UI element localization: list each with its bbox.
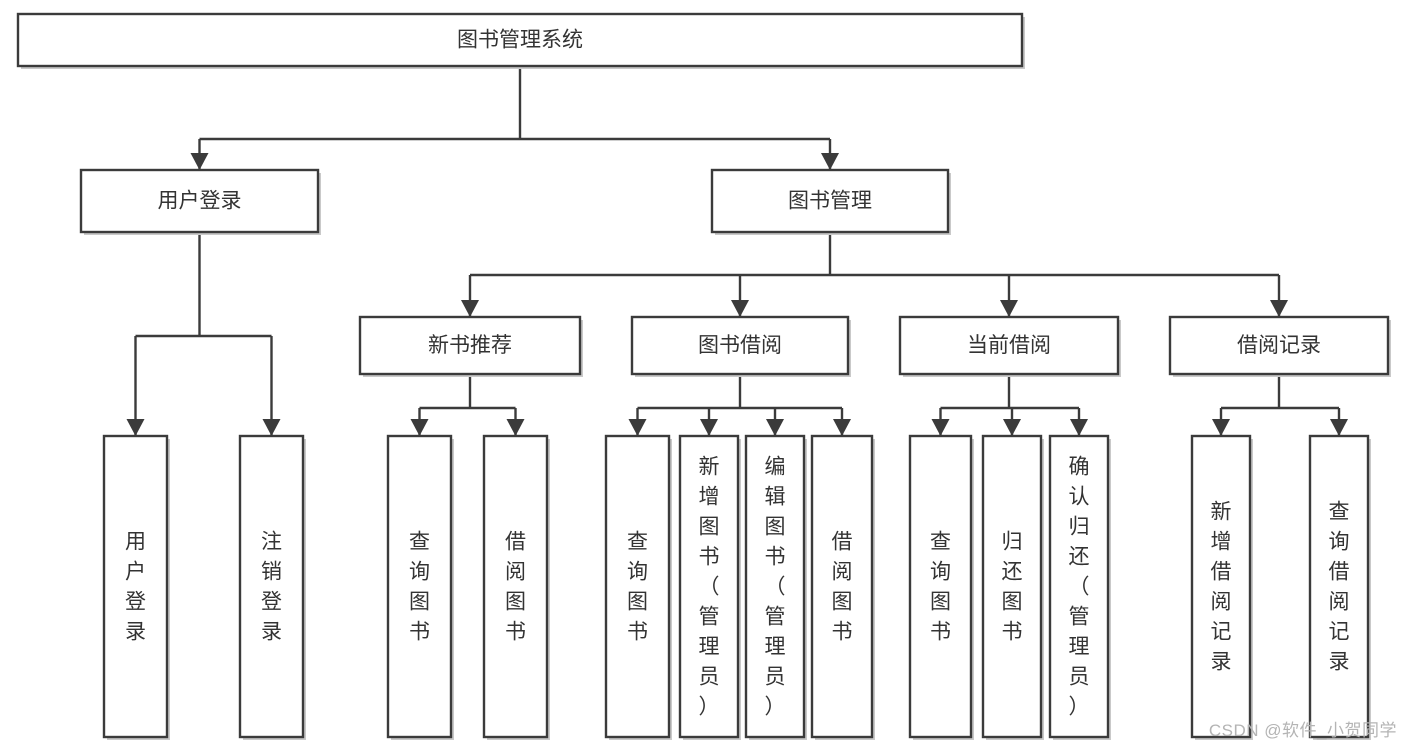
node-label: 图书管理系统 — [457, 29, 583, 52]
node-label: 图书管理 — [788, 190, 872, 213]
node-rect[interactable] — [79, 168, 320, 234]
node-leaf-user-login[interactable]: 用户登录 — [102, 434, 170, 740]
node-book-manage[interactable]: 图书管理 — [710, 168, 951, 235]
arrow-head-icon — [262, 419, 281, 436]
node-leaf-borrow-book[interactable]: 借阅图书 — [810, 434, 875, 740]
node-rect[interactable] — [908, 434, 973, 739]
node-label: 借阅图书 — [505, 531, 526, 644]
node-leaf-cur-query-book[interactable]: 查询图书 — [908, 434, 974, 740]
node-label: 归还图书 — [1002, 531, 1023, 644]
node-rect[interactable] — [744, 434, 806, 739]
node-rect[interactable] — [1308, 434, 1370, 739]
arrow-head-icon — [628, 419, 647, 436]
node-root-root[interactable]: 图书管理系统 — [16, 12, 1025, 69]
node-rect[interactable] — [810, 434, 874, 739]
node-rect[interactable] — [238, 434, 305, 739]
arrow-head-icon — [931, 419, 950, 436]
node-book-borrow[interactable]: 图书借阅 — [630, 315, 851, 377]
node-label: 借阅记录 — [1237, 334, 1321, 357]
node-leaf-rec-borrow-book[interactable]: 借阅图书 — [482, 434, 550, 740]
node-rect[interactable] — [386, 434, 453, 739]
arrow-head-icon — [126, 419, 145, 436]
node-rect[interactable] — [678, 434, 740, 739]
node-label: 查询图书 — [930, 531, 951, 644]
connector-layer — [126, 66, 1348, 436]
arrow-head-icon — [700, 419, 718, 436]
node-rect[interactable] — [102, 434, 169, 739]
arrow-head-icon — [1003, 419, 1021, 436]
node-label: 查询图书 — [627, 531, 648, 644]
node-leaf-add-book-admin[interactable]: 新增图书（管理员） — [678, 434, 741, 740]
arrow-head-icon — [821, 153, 839, 170]
node-label: 编辑图书（管理员） — [765, 456, 786, 719]
arrow-head-icon — [410, 419, 429, 436]
node-rect[interactable] — [1190, 434, 1252, 739]
arrow-head-icon — [461, 300, 479, 317]
node-label: 新书推荐 — [428, 334, 512, 357]
node-label: 当前借阅 — [967, 334, 1051, 357]
node-rect[interactable] — [1048, 434, 1110, 739]
arrow-head-icon — [1070, 419, 1088, 436]
node-rect[interactable] — [604, 434, 671, 739]
arrow-head-icon — [190, 153, 209, 170]
node-label: 确认归还（管理员） — [1069, 456, 1090, 719]
arrow-head-icon — [731, 300, 749, 317]
node-rect[interactable] — [358, 315, 582, 376]
node-leaf-edit-book-admin[interactable]: 编辑图书（管理员） — [744, 434, 807, 740]
node-rect[interactable] — [710, 168, 950, 234]
node-new-book-rec[interactable]: 新书推荐 — [358, 315, 583, 377]
arrow-head-icon — [1212, 419, 1230, 436]
arrow-head-icon — [1270, 300, 1288, 317]
node-label: 新增借阅记录 — [1211, 501, 1232, 674]
node-layer: 图书管理系统用户登录图书管理新书推荐图书借阅当前借阅借阅记录用户登录注销登录查询… — [16, 12, 1391, 740]
arrow-head-icon — [1330, 419, 1348, 436]
node-leaf-confirm-return-admin[interactable]: 确认归还（管理员） — [1048, 434, 1111, 740]
node-leaf-rec-query-book[interactable]: 查询图书 — [386, 434, 454, 740]
node-label: 查询图书 — [409, 531, 430, 644]
node-rect[interactable] — [1168, 315, 1390, 376]
node-label: 图书借阅 — [698, 334, 782, 357]
node-label: 用户登录 — [125, 531, 146, 644]
arrow-head-icon — [833, 419, 851, 436]
node-borrow-record[interactable]: 借阅记录 — [1168, 315, 1391, 377]
node-leaf-borrow-query-book[interactable]: 查询图书 — [604, 434, 672, 740]
node-leaf-return-book[interactable]: 归还图书 — [981, 434, 1044, 740]
node-leaf-add-borrow-record[interactable]: 新增借阅记录 — [1190, 434, 1253, 740]
node-rect[interactable] — [630, 315, 850, 376]
node-rect[interactable] — [981, 434, 1043, 739]
node-rect[interactable] — [482, 434, 549, 739]
node-label: 用户登录 — [158, 190, 242, 213]
node-rect[interactable] — [16, 12, 1024, 68]
node-label: 注销登录 — [261, 531, 282, 644]
arrow-head-icon — [506, 419, 525, 436]
node-rect[interactable] — [898, 315, 1120, 376]
node-leaf-query-borrow-record[interactable]: 查询借阅记录 — [1308, 434, 1371, 740]
node-user-login[interactable]: 用户登录 — [79, 168, 321, 235]
node-leaf-user-logout[interactable]: 注销登录 — [238, 434, 306, 740]
node-label: 新增图书（管理员） — [699, 456, 720, 719]
arrow-head-icon — [1000, 300, 1018, 317]
arrow-head-icon — [766, 419, 784, 436]
node-label: 查询借阅记录 — [1329, 501, 1350, 674]
node-current-borrow[interactable]: 当前借阅 — [898, 315, 1121, 377]
node-label: 借阅图书 — [832, 531, 853, 644]
